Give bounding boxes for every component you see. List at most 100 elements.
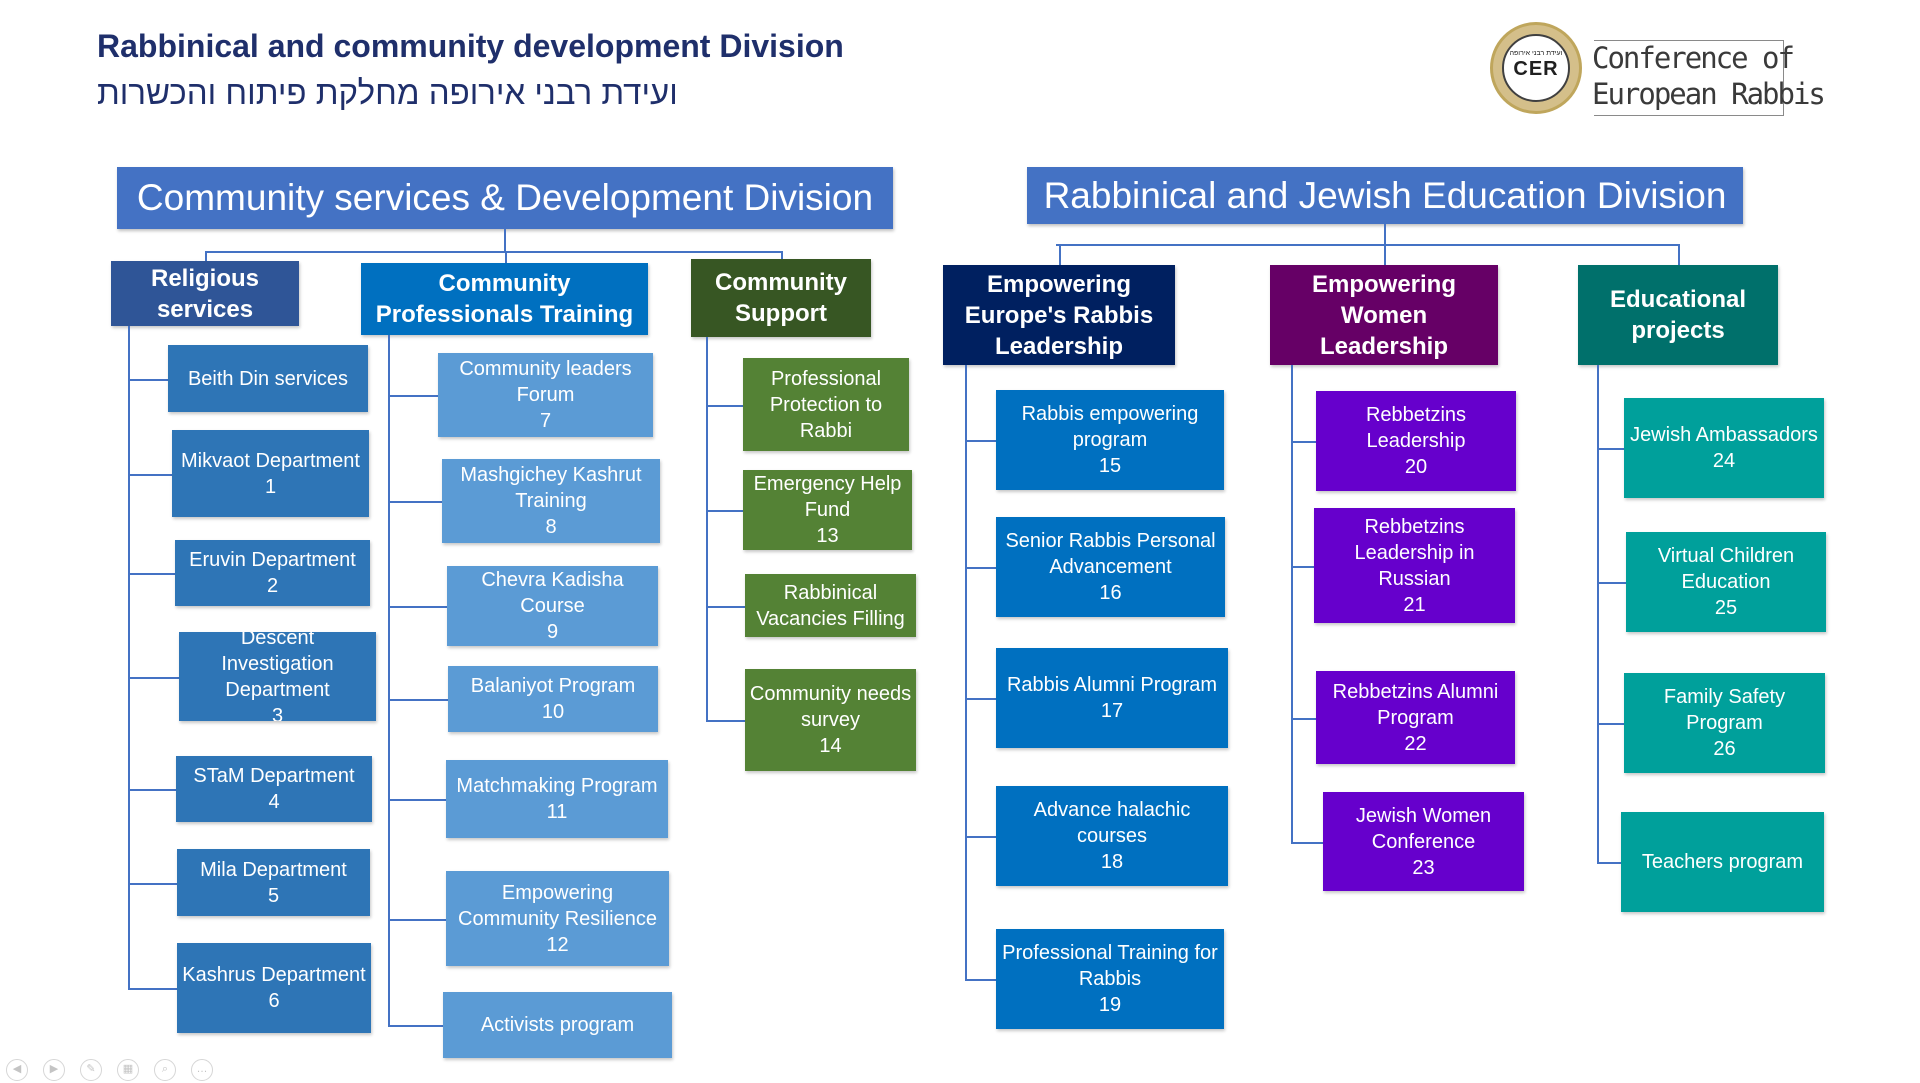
item-balaniyot-program-label: Balaniyot Program bbox=[470, 675, 636, 697]
item-kashrus-department-label: Kashrus Department bbox=[182, 964, 366, 986]
branch-line bbox=[1291, 441, 1316, 443]
column-empowering-women-leadership: Empowering Women Leadership bbox=[1270, 265, 1498, 365]
item-community-leaders-forum: Community leaders Forum 7 bbox=[438, 353, 653, 437]
slides-grid-icon[interactable]: ▦ bbox=[117, 1059, 139, 1081]
branch-line bbox=[706, 606, 745, 608]
logo-wordmark: Conference of European Rabbis bbox=[1592, 40, 1826, 116]
column-empowering-europe-s-rabbis-leadership: Empowering Europe's Rabbis Leadership bbox=[943, 265, 1175, 365]
item-community-needs-survey-number: 14 bbox=[819, 735, 842, 757]
zoom-icon[interactable]: ⌕ bbox=[154, 1059, 176, 1081]
item-chevra-kadisha-course-label: Chevra Kadisha Course bbox=[481, 569, 624, 617]
item-rabbis-alumni-program-label: Rabbis Alumni Program bbox=[1006, 674, 1218, 696]
rabbinical-education-connector bbox=[1384, 224, 1386, 262]
item-jewish-women-conference-number: 23 bbox=[1412, 856, 1435, 879]
item-activists-program-label: Activists program bbox=[480, 1014, 635, 1036]
column-empowering-women-leadership-label: Empowering Women Leadership bbox=[1311, 270, 1456, 360]
branch-line bbox=[965, 567, 996, 569]
community-support-drop-line bbox=[781, 251, 783, 259]
educational-projects-drop-line bbox=[1678, 244, 1680, 265]
item-activists-program: Activists program bbox=[443, 992, 672, 1058]
item-mikvaot-department-number: 1 bbox=[264, 475, 277, 498]
branch-line bbox=[388, 799, 446, 801]
item-rebbetzins-alumni-program-label: Rebbetzins Alumni Program bbox=[1332, 680, 1499, 729]
item-community-leaders-forum-label: Community leaders Forum bbox=[459, 358, 632, 406]
division-rabbinical-education: Rabbinical and Jewish Education Division bbox=[1027, 167, 1743, 224]
item-family-safety-program-number: 26 bbox=[1713, 738, 1736, 760]
pen-icon[interactable]: ✎ bbox=[80, 1059, 102, 1081]
branch-line bbox=[1597, 723, 1624, 725]
branch-line bbox=[128, 883, 177, 885]
branch-line bbox=[1291, 566, 1314, 568]
branch-line bbox=[965, 698, 996, 700]
next-slide-icon[interactable]: ▶ bbox=[43, 1059, 65, 1081]
item-jewish-ambassadors-number: 24 bbox=[1712, 450, 1736, 472]
community-services-bus-line bbox=[205, 251, 782, 253]
item-rabbis-empowering-program-number: 15 bbox=[1098, 455, 1122, 477]
logo-wordmark-line1: Conference of bbox=[1592, 41, 1795, 75]
branch-line bbox=[388, 699, 448, 701]
branch-line bbox=[388, 606, 447, 608]
branch-line bbox=[128, 474, 172, 476]
branch-line bbox=[965, 836, 996, 838]
empowering-europe-s-rabbis-leadership-trunk-line bbox=[965, 365, 967, 980]
item-kashrus-department-number: 6 bbox=[268, 990, 280, 1012]
item-eruvin-department-label: Eruvin Department bbox=[189, 549, 356, 571]
item-chevra-kadisha-course-number: 9 bbox=[546, 621, 559, 643]
item-eruvin-department-number: 2 bbox=[266, 575, 279, 597]
branch-line bbox=[706, 720, 745, 722]
column-empowering-europe-s-rabbis-leadership-label: Empowering Europe's Rabbis Leadership bbox=[964, 270, 1154, 360]
community-support-trunk-line bbox=[706, 337, 708, 721]
item-kashrus-department: Kashrus Department 6 bbox=[177, 943, 371, 1033]
item-mikvaot-department-label: Mikvaot Department bbox=[181, 449, 360, 472]
community-professionals-training-trunk-line bbox=[388, 335, 390, 1026]
item-emergency-help-fund-label: Emergency Help Fund bbox=[753, 473, 902, 521]
item-rabbis-empowering-program-label: Rabbis empowering program bbox=[1021, 403, 1199, 451]
item-jewish-women-conference-label: Jewish Women Conference bbox=[1355, 804, 1492, 853]
page-subtitle: ועידת רבני אירופה מחלקת פיתוח והכשרות bbox=[97, 74, 678, 111]
branch-line bbox=[1597, 448, 1624, 450]
item-professional-training-for-rabbis-label: Professional Training for Rabbis bbox=[1002, 942, 1218, 990]
item-rebbetzins-leadership-in-russian-number: 21 bbox=[1403, 593, 1426, 616]
empowering-women-leadership-drop-line bbox=[1384, 244, 1386, 265]
branch-line bbox=[388, 919, 446, 921]
item-mashgichey-kashrut-training-number: 8 bbox=[545, 516, 557, 538]
item-family-safety-program-label: Family Safety Program bbox=[1663, 686, 1786, 734]
item-mashgichey-kashrut-training-label: Mashgichey Kashrut Training bbox=[460, 464, 642, 512]
page-title: Rabbinical and community development Div… bbox=[97, 28, 844, 64]
column-religious-services-label: Religious services bbox=[150, 264, 259, 323]
previous-slide-icon[interactable]: ◀ bbox=[6, 1059, 28, 1081]
item-rabbinical-vacancies-filling: Rabbinical Vacancies Filling bbox=[745, 574, 916, 637]
branch-line bbox=[965, 440, 996, 442]
more-options-icon[interactable]: … bbox=[191, 1059, 213, 1081]
item-community-leaders-forum-number: 7 bbox=[539, 410, 552, 432]
cer-seal-icon: ועידת רבני אירופה CER bbox=[1490, 22, 1582, 114]
educational-projects-trunk-line bbox=[1597, 365, 1599, 863]
branch-line bbox=[388, 501, 442, 503]
column-community-support: Community Support bbox=[691, 259, 871, 337]
branch-line bbox=[128, 789, 176, 791]
item-virtual-children-education-number: 25 bbox=[1714, 597, 1738, 619]
cer-logo: ועידת רבני אירופה CER Conference of Euro… bbox=[1490, 22, 1826, 122]
branch-line bbox=[128, 677, 179, 679]
column-religious-services: Religious services bbox=[111, 261, 299, 326]
item-professional-protection-to-rabbi: Professional Protection to Rabbi bbox=[743, 358, 909, 451]
item-beith-din-services-label: Beith Din services bbox=[187, 367, 349, 390]
item-empowering-community-resilience-label: Empowering Community Resilience bbox=[458, 881, 657, 930]
rabbinical-education-bus-line bbox=[1056, 244, 1678, 246]
branch-line bbox=[128, 573, 175, 575]
branch-line bbox=[128, 379, 168, 381]
column-community-professionals-training: Community Professionals Training bbox=[361, 263, 648, 335]
column-community-support-label: Community Support bbox=[715, 269, 847, 327]
item-senior-rabbis-personal-advancement-label: Senior Rabbis Personal Advancement bbox=[1005, 530, 1216, 578]
